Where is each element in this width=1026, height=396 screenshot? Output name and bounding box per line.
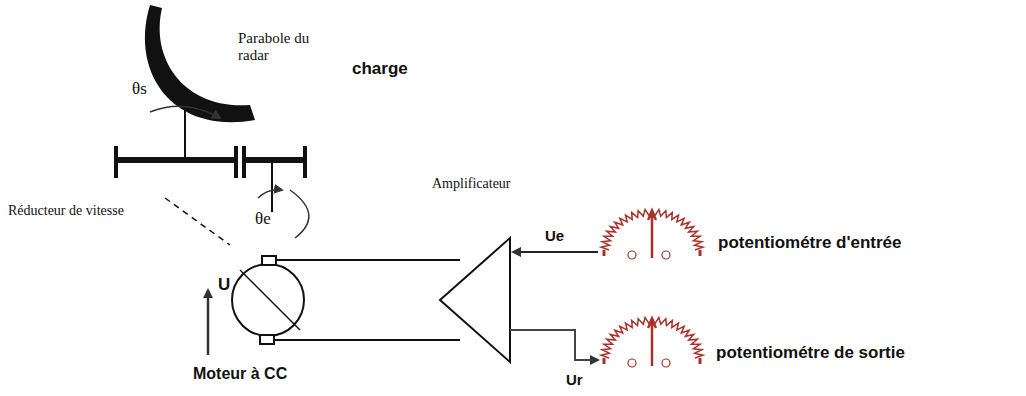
part-label: Amplificateur [432, 176, 511, 191]
dc-motor [232, 256, 304, 344]
amplifier-symbol [440, 238, 510, 362]
signal-arrow [513, 251, 598, 253]
part-label: Réducteur de vitesse [8, 203, 124, 218]
signal-name: Ur [566, 372, 583, 389]
signal-name: U [218, 276, 230, 295]
signal-name: Ue [545, 228, 564, 245]
angle-label: θs [132, 80, 147, 99]
potentiometer-symbol [601, 317, 703, 367]
wire [274, 260, 460, 340]
signal-arrow [510, 330, 598, 360]
angle-label: θe [255, 210, 271, 229]
rotation-arrow [150, 106, 220, 118]
rotation-arrow [290, 190, 309, 238]
gear-reducer [116, 146, 305, 245]
part-label: charge [352, 60, 408, 79]
radar-dish [145, 5, 255, 122]
part-label: potentiométre d'entrée [718, 234, 902, 253]
potentiometer-symbol [601, 209, 703, 259]
part-label: Parabole du radar [238, 30, 328, 63]
part-label: potentiométre de sortie [716, 344, 905, 363]
voltage-arrow [207, 290, 210, 355]
part-label: Moteur à CC [193, 365, 287, 383]
shaft [184, 108, 186, 160]
rotation-arrow [258, 190, 282, 198]
